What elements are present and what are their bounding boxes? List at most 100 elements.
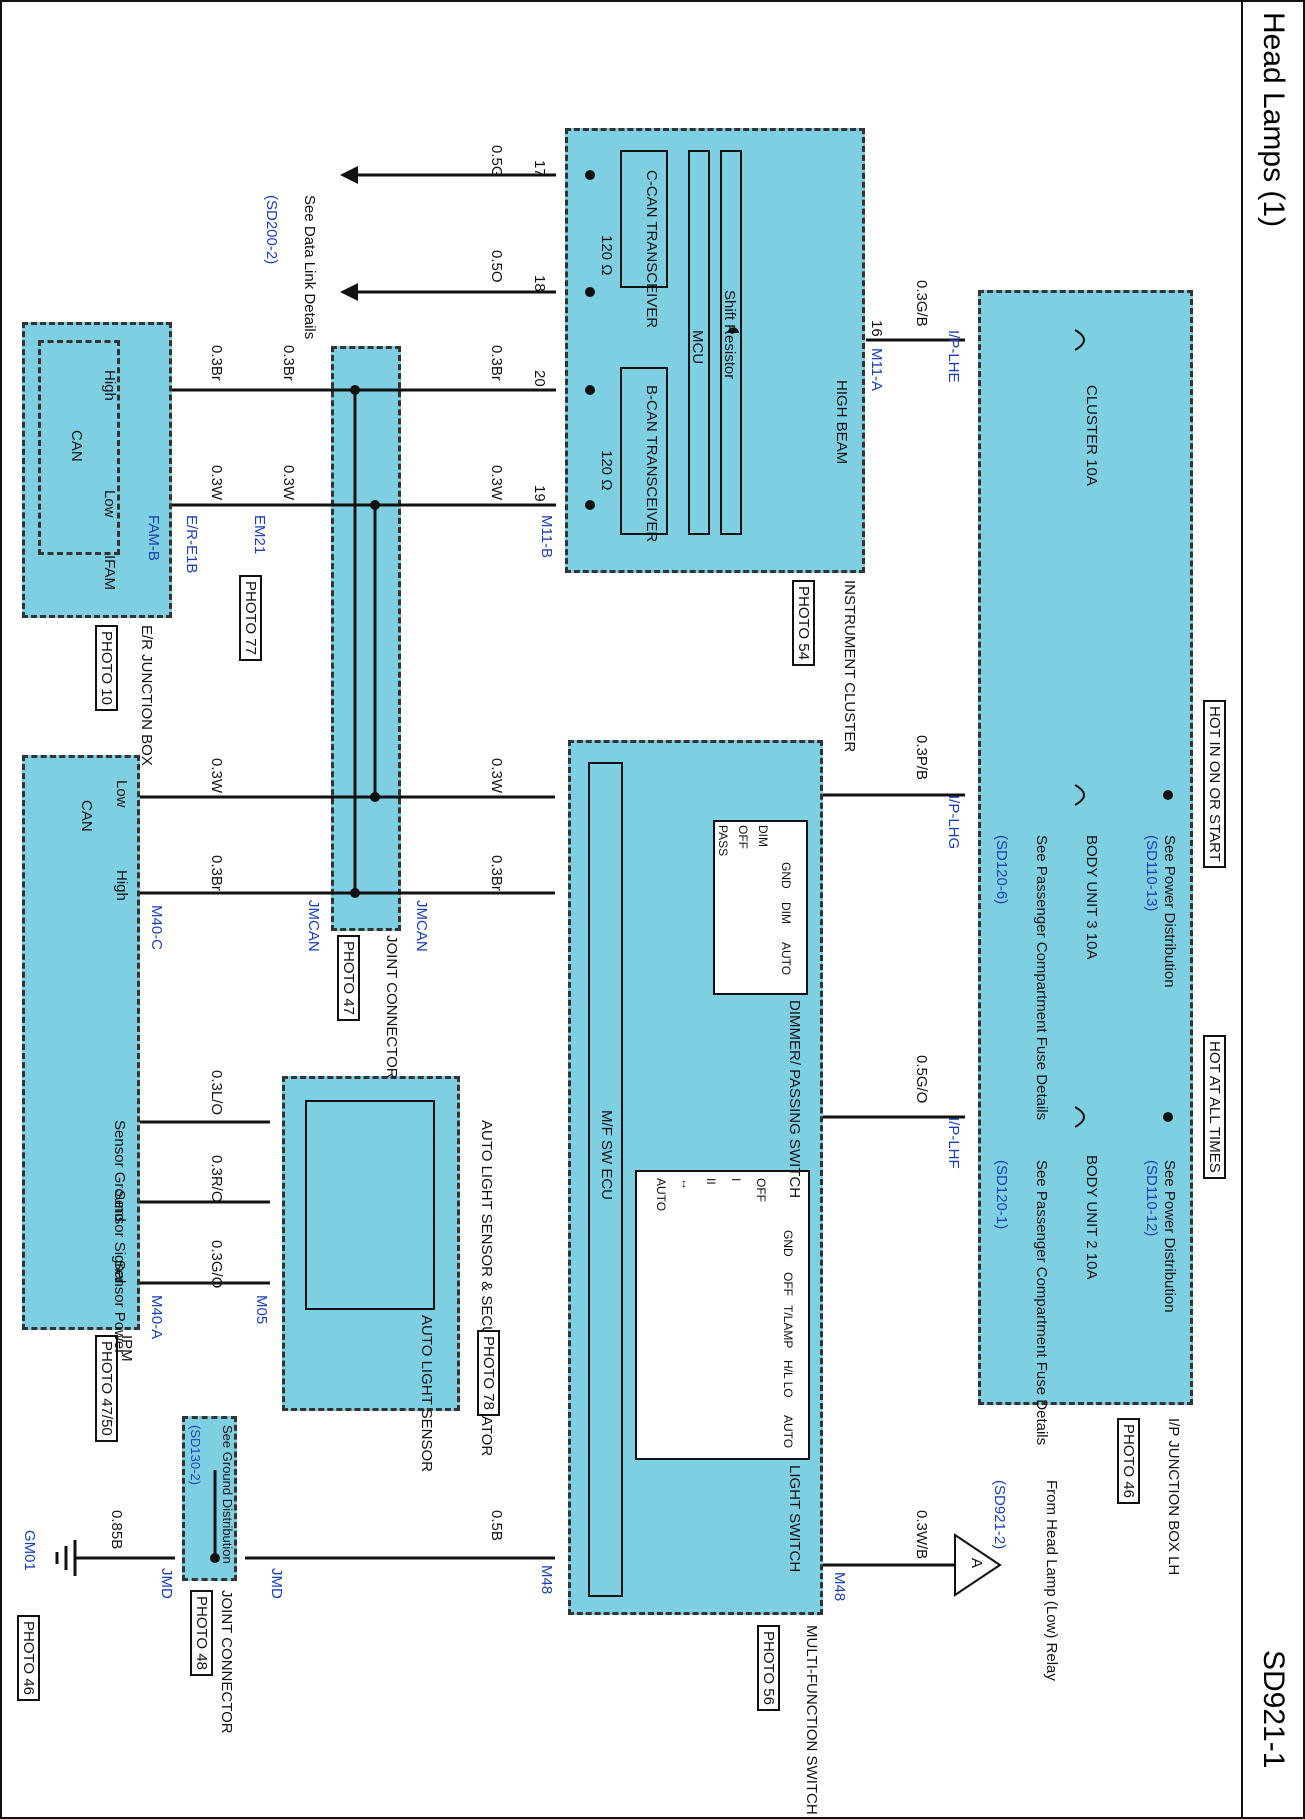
light-row-arrows: ↔ [679, 1178, 693, 1190]
conn-gm01: GM01 [21, 1530, 38, 1571]
conn-m40c: M40-C [148, 905, 165, 951]
pin-16: 16 [868, 320, 885, 337]
joint-connector-jmcan [331, 346, 401, 931]
cluster-photo: PHOTO 54 [792, 580, 815, 666]
wire-0-3wb: 0.3W/B [913, 1510, 930, 1560]
er-high-label: High [101, 370, 118, 401]
shift-resistor-block [720, 150, 742, 535]
er-junction-photo: PHOTO 10 [95, 625, 118, 711]
wire-0-5g: 0.5G [488, 145, 505, 178]
dim-col-gnd: GND [779, 862, 793, 889]
wire-0-3br-1: 0.3Br [488, 345, 505, 381]
light-row-ii: II [704, 1178, 718, 1185]
body-unit3-label: BODY UNIT 3 10A [1083, 835, 1100, 960]
hot-all-times-tag: HOT AT ALL TIMES [1203, 1035, 1226, 1179]
wire-0-3w-4: 0.3W [488, 758, 505, 794]
dim-col-dim: DIM [779, 902, 793, 924]
light-switch-table [635, 1170, 810, 1460]
wire-0-3pb: 0.3P/B [913, 735, 930, 781]
mcu-label: MCU [689, 330, 706, 365]
joint-conn-label: JOINT CONNECTOR [383, 935, 400, 1079]
ipm-low-label: Low [113, 780, 130, 808]
conn-er-e1b: E/R-E1B [183, 515, 200, 574]
fuse-ref-2: (SD120-1) [993, 1160, 1010, 1230]
mfs-photo: PHOTO 56 [757, 1625, 780, 1711]
wire-0-3w-2: 0.3W [280, 465, 297, 501]
ipm-box [22, 755, 140, 1330]
er-junction-box [22, 322, 172, 618]
c-can-ohm: 120 Ω [598, 235, 615, 276]
light-col-auto: AUTO [781, 1415, 795, 1449]
c-can-label: C-CAN TRANSCEIVER [643, 170, 660, 329]
ground-dist-note: See Ground Distribution [220, 1425, 235, 1564]
mfs-label: MULTI-FUNCTION SWITCH [803, 1625, 820, 1815]
wire-0-5go: 0.5G/O [913, 1055, 930, 1104]
b-can-ohm: 120 Ω [598, 450, 615, 491]
jmd-photo: PHOTO 48 [190, 1590, 213, 1676]
b-can-label: B-CAN TRANSCEIVER [643, 385, 660, 543]
wire-0-3br-5: 0.3Br [208, 855, 225, 891]
er-low-label: Low [101, 490, 118, 518]
dim-row-dim: DIM [756, 825, 770, 847]
ipm-high-label: High [113, 870, 130, 901]
power-dist-ref-1: (SD110-13) [1143, 835, 1160, 912]
conn-m48-b: M48 [831, 1572, 848, 1602]
conn-jmcan-2: JMCAN [305, 900, 322, 952]
conn-ip-lhf: I/P-LHF [945, 1117, 962, 1169]
joint-connector-jmd [182, 1416, 237, 1581]
b-can-transceiver [620, 367, 668, 535]
wire-0-3br-3: 0.3Br [208, 345, 225, 381]
wire-0-3br-2: 0.3Br [280, 345, 297, 381]
conn-jmd-1: JMD [268, 1568, 285, 1599]
light-col-tlamp: T/LAMP [781, 1305, 795, 1349]
wire-0-5b: 0.5B [488, 1510, 505, 1541]
high-beam-label: HIGH BEAM [833, 380, 850, 465]
data-link-note: See Data Link Details [301, 195, 318, 340]
power-dist-note-1: See Power Distribution [1161, 835, 1178, 988]
data-link-ref: (SD200-2) [263, 195, 280, 265]
pin-18: 18 [531, 275, 548, 292]
joint-conn-photo: PHOTO 47 [337, 935, 360, 1021]
conn-ip-lhg: I/P-LHG [945, 795, 962, 850]
light-col-gnd: GND [781, 1230, 795, 1257]
cluster-label: INSTRUMENT CLUSTER [841, 580, 858, 753]
ifam-label: IFAM [101, 555, 118, 591]
er-can-label: CAN [68, 430, 85, 462]
wire-0-5o: 0.5O [488, 250, 505, 283]
fuse-note-2: See Passenger Compartment Fuse Details [1033, 1160, 1050, 1446]
em21-photo: PHOTO 77 [239, 575, 262, 661]
ip-junction-label: I/P JUNCTION BOX LH [1165, 1418, 1182, 1576]
cluster-fuse-label: CLUSTER 10A [1083, 385, 1100, 486]
ground-dist-ref: (SD130-2) [188, 1425, 203, 1485]
light-switch-label: LIGHT SWITCH [786, 1465, 803, 1573]
relay-mark: A [968, 1558, 985, 1569]
conn-ip-lhe: I/P-LHE [945, 330, 962, 383]
wire-0-3ro: 0.3R/O [208, 1155, 225, 1203]
conn-m48-a: M48 [538, 1565, 555, 1595]
fuse-ref-1: (SD120-6) [993, 835, 1010, 905]
ipm-can-label: CAN [78, 800, 95, 832]
fuse-note-1: See Passenger Compartment Fuse Details [1033, 835, 1050, 1121]
wire-0-3go: 0.3G/O [208, 1240, 225, 1289]
conn-m11a: M11-A [868, 348, 885, 392]
wire-0-3lo: 0.3L/O [208, 1070, 225, 1116]
wire-0-3w-5: 0.3W [208, 758, 225, 794]
auto-light-inner-label: AUTO LIGHT SENSOR [418, 1315, 435, 1472]
conn-m40a: M40-A [148, 1295, 165, 1340]
conn-em21: EM21 [251, 515, 268, 555]
wire-0-85b: 0.85B [108, 1510, 125, 1550]
pin-19: 19 [531, 485, 548, 502]
hot-run-start-tag: HOT IN ON OR START [1203, 700, 1226, 868]
relay-note: From Head Lamp (Low) Relay [1043, 1480, 1060, 1681]
instrument-cluster-box [565, 128, 865, 573]
conn-m05: M05 [253, 1295, 270, 1325]
ip-junction-photo: PHOTO 46 [1117, 1418, 1140, 1504]
auto-light-sensor-inner [305, 1100, 435, 1310]
light-col-off: OFF [781, 1272, 795, 1296]
power-dist-note-2: See Power Distribution [1161, 1160, 1178, 1313]
pin-17: 17 [531, 160, 548, 177]
body-unit2-label: BODY UNIT 2 10A [1083, 1155, 1100, 1280]
